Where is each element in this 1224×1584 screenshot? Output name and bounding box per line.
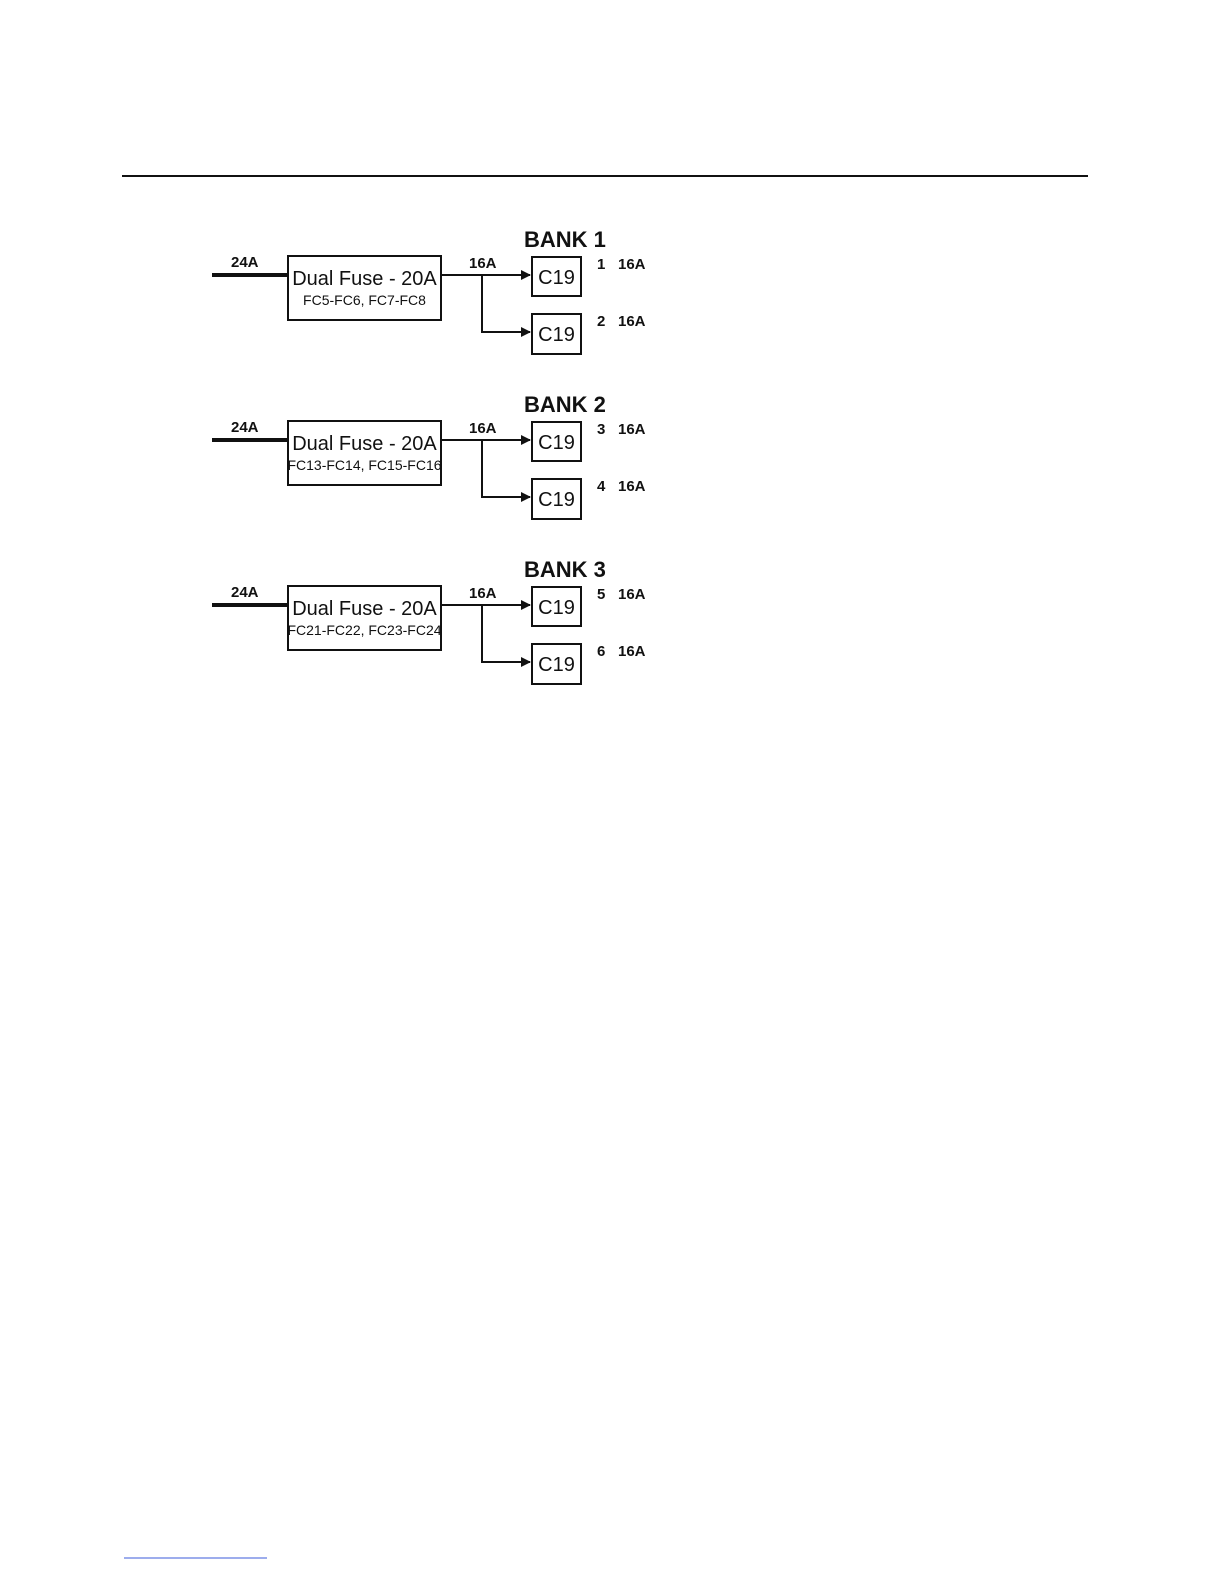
- outlet-type: C19: [538, 597, 575, 619]
- outlet-rating: 16A: [618, 313, 646, 330]
- outlet-rating: 16A: [618, 643, 646, 660]
- outlet-rating: 16A: [618, 586, 646, 603]
- outlet-rating: 16A: [618, 421, 646, 438]
- branch-current-label: 16A: [469, 420, 497, 437]
- bank-1: BANK 1 24A Dual Fuse - 20A FC5-FC6, FC7-…: [212, 227, 646, 354]
- input-current-label: 24A: [231, 419, 259, 436]
- outlet-number: 4: [597, 478, 606, 495]
- fuse-ids: FC5-FC6, FC7-FC8: [303, 292, 426, 308]
- outlet-type: C19: [538, 324, 575, 346]
- outlet-type: C19: [538, 267, 575, 289]
- bank-title: BANK 3: [524, 557, 606, 582]
- branch-current-label: 16A: [469, 585, 497, 602]
- outlet-number: 6: [597, 643, 605, 660]
- input-current-label: 24A: [231, 584, 259, 601]
- branch-current-label: 16A: [469, 255, 497, 272]
- outlet-type: C19: [538, 432, 575, 454]
- input-current-label: 24A: [231, 254, 259, 271]
- outlet-type: C19: [538, 489, 575, 511]
- fuse-ids: FC13-FC14, FC15-FC16: [287, 457, 441, 473]
- outlet-rating: 16A: [618, 256, 646, 273]
- fuse-title: Dual Fuse - 20A: [292, 268, 437, 290]
- bank-title: BANK 1: [524, 227, 606, 252]
- outlet-rating: 16A: [618, 478, 646, 495]
- fuse-ids: FC21-FC22, FC23-FC24: [287, 622, 441, 638]
- branch-arrow-bottom: [482, 275, 530, 332]
- outlet-type: C19: [538, 654, 575, 676]
- bank-title: BANK 2: [524, 392, 606, 417]
- fuse-title: Dual Fuse - 20A: [292, 433, 437, 455]
- bank-2: BANK 2 24A Dual Fuse - 20A FC13-FC14, FC…: [212, 392, 646, 519]
- fuse-title: Dual Fuse - 20A: [292, 598, 437, 620]
- outlet-number: 5: [597, 586, 605, 603]
- outlet-number: 3: [597, 421, 605, 438]
- branch-arrow-bottom: [482, 440, 530, 497]
- outlet-number: 2: [597, 313, 605, 330]
- branch-arrow-bottom: [482, 605, 530, 662]
- outlet-number: 1: [597, 256, 605, 273]
- bank-3: BANK 3 24A Dual Fuse - 20A FC21-FC22, FC…: [212, 557, 646, 684]
